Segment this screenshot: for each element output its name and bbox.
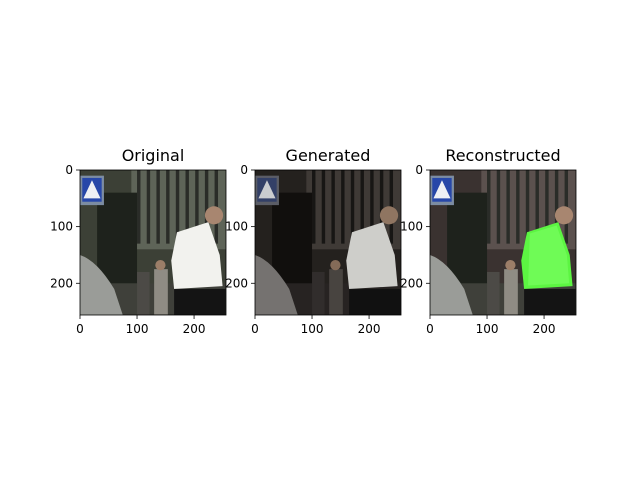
scene — [80, 170, 226, 315]
x-tick-label: 200 — [533, 322, 556, 336]
y-tick-label: 0 — [415, 163, 423, 177]
building-column — [175, 170, 180, 244]
car — [80, 254, 123, 315]
building-column — [166, 170, 170, 244]
building-column — [370, 170, 374, 244]
pedestrian-head — [155, 260, 166, 271]
y-axis: 0 100 200 — [225, 163, 255, 290]
man-trousers — [174, 288, 226, 315]
panel-title: Original — [122, 146, 185, 165]
axes-frame — [429, 169, 577, 316]
x-tick-label: 200 — [358, 322, 381, 336]
building-column — [185, 170, 189, 244]
pedestrian-head — [330, 260, 341, 271]
building-column — [312, 170, 316, 244]
y-tick-label: 200 — [50, 276, 73, 290]
dark-overlay — [255, 170, 401, 315]
pedestrian — [329, 269, 343, 315]
x-tick-label: 200 — [183, 322, 206, 336]
building-column — [321, 170, 326, 244]
building-column — [331, 170, 335, 244]
axes-frame — [254, 169, 402, 316]
building-column — [204, 170, 209, 244]
man-shirt-highlight — [528, 225, 570, 286]
pedestrian — [312, 271, 325, 315]
panel-image — [80, 170, 226, 315]
scene — [255, 170, 401, 315]
building-column — [554, 170, 559, 244]
x-axis: 0 100 200 — [76, 315, 206, 336]
panel-original: Original 0 100 200 0 100 200 — [50, 146, 227, 336]
y-tick-label: 0 — [65, 163, 73, 177]
panel-image — [255, 170, 401, 315]
axes-frame — [79, 169, 227, 316]
panel-generated: Generated 0 100 200 0 100 200 — [225, 146, 402, 336]
y-tick-label: 100 — [225, 220, 248, 234]
panel-title: Reconstructed — [445, 146, 560, 165]
building-column — [146, 170, 151, 244]
pedestrian-head — [505, 260, 516, 271]
building-column — [525, 170, 530, 244]
building-column — [545, 170, 549, 244]
building-column — [535, 170, 539, 244]
sign-triangle — [433, 180, 451, 199]
man-head — [204, 206, 224, 225]
y-tick-label: 100 — [50, 220, 73, 234]
y-tick-label: 200 — [225, 276, 248, 290]
pedestrian — [154, 269, 168, 315]
sign-triangle — [83, 180, 101, 199]
building-column — [487, 170, 491, 244]
x-axis: 0 100 200 — [251, 315, 381, 336]
building-column — [341, 170, 345, 244]
x-tick-label: 0 — [251, 322, 259, 336]
panel-title: Generated — [286, 146, 371, 165]
man-head — [554, 206, 574, 225]
x-tick-label: 0 — [426, 322, 434, 336]
x-tick-label: 100 — [476, 322, 499, 336]
panel-reconstructed: Reconstructed 0 100 200 0 100 200 — [400, 146, 577, 336]
pedestrian — [137, 271, 150, 315]
building-column — [496, 170, 501, 244]
y-axis: 0 100 200 — [50, 163, 80, 290]
car — [255, 254, 298, 315]
pedestrian — [504, 269, 518, 315]
building-column — [516, 170, 520, 244]
man-trousers — [349, 288, 401, 315]
x-tick-label: 100 — [126, 322, 149, 336]
y-tick-label: 100 — [400, 220, 423, 234]
man-shirt — [346, 222, 398, 289]
car — [430, 254, 473, 315]
building-column — [137, 170, 141, 244]
pedestrian — [487, 271, 500, 315]
x-axis: 0 100 200 — [426, 315, 556, 336]
building-column — [195, 170, 199, 244]
y-axis: 0 100 200 — [400, 163, 430, 290]
building-column — [506, 170, 510, 244]
building-column — [156, 170, 160, 244]
man-head — [379, 206, 399, 225]
sign-triangle — [258, 180, 276, 199]
y-tick-label: 0 — [240, 163, 248, 177]
panel-image — [430, 170, 576, 315]
building-column — [379, 170, 384, 244]
x-tick-label: 0 — [76, 322, 84, 336]
building-column — [350, 170, 355, 244]
building-column — [360, 170, 364, 244]
scene — [430, 170, 576, 315]
x-tick-label: 100 — [301, 322, 324, 336]
man-shirt — [171, 222, 223, 289]
y-tick-label: 200 — [400, 276, 423, 290]
man-trousers — [524, 288, 576, 315]
